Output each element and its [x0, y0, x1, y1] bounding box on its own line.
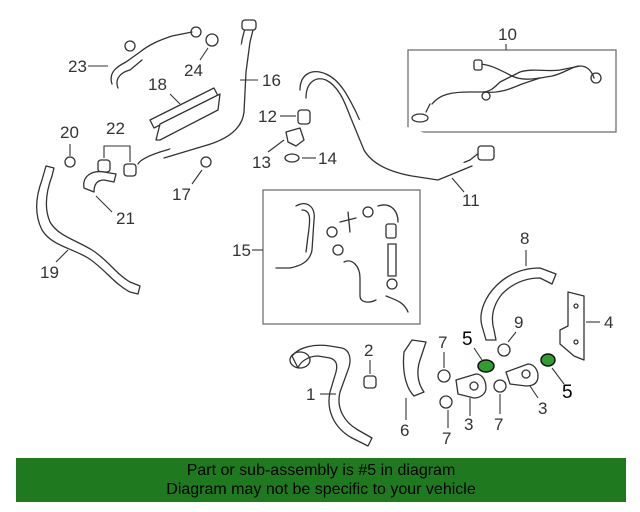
part-18-bracket: [149, 87, 221, 141]
part-4-bracket: [559, 291, 585, 361]
part-10-hose-assembly: [411, 59, 602, 123]
callout-19: 19: [40, 263, 59, 282]
part-3-valve-b: [505, 363, 539, 387]
parts-diagram: 10 15 23 24 16 18: [36, 19, 617, 448]
callout-3-a: 3: [464, 415, 473, 434]
callout-16: 16: [262, 71, 281, 90]
part-19-hose: [36, 165, 141, 295]
part-17-clamp: [200, 156, 212, 168]
info-banner: Part or sub-assembly is #5 in diagram Di…: [16, 458, 626, 502]
part-12-connector: [297, 109, 311, 125]
callout-12: 12: [258, 107, 277, 126]
part-3-valve-a: [455, 373, 487, 399]
callout-15: 15: [232, 241, 251, 260]
part-14-seal: [284, 153, 300, 163]
callout-14: 14: [318, 149, 337, 168]
callout-13: 13: [252, 153, 271, 172]
banner-line-1: Part or sub-assembly is #5 in diagram: [186, 462, 456, 479]
part-22-clamps: [97, 159, 137, 177]
callout-9: 9: [514, 313, 523, 332]
callout-2: 2: [364, 341, 373, 360]
callout-17: 17: [172, 185, 191, 204]
part-11-pipe: [299, 71, 495, 181]
callout-11: 11: [462, 191, 480, 210]
callout-18: 18: [148, 75, 167, 94]
callout-7-c: 7: [494, 415, 503, 434]
part-24-clamp: [205, 33, 219, 47]
part-20-clamp: [64, 156, 76, 168]
part-8-hose: [480, 267, 557, 341]
part-13-bracket: [285, 127, 305, 147]
callout-5-a: 5: [462, 329, 473, 350]
banner-line-2: Diagram may not be specific to your vehi…: [166, 481, 476, 498]
part-21-hose: [83, 170, 117, 193]
part-6-hose: [402, 339, 427, 397]
part-5-highlighted-b: [540, 353, 556, 367]
part-2-connector: [363, 375, 377, 389]
callout-20: 20: [60, 123, 79, 142]
callout-1: 1: [306, 385, 315, 404]
callout-6: 6: [400, 421, 409, 440]
callout-8: 8: [520, 229, 529, 248]
part-1-hose: [289, 344, 373, 447]
callout-7-b: 7: [442, 429, 451, 448]
part-9-clamp: [497, 343, 511, 357]
callout-7-a: 7: [438, 333, 447, 352]
callout-4: 4: [604, 313, 613, 332]
part-23-hose: [110, 26, 202, 89]
callout-10: 10: [498, 25, 517, 44]
callout-3-b: 3: [538, 399, 547, 418]
part-7-clamp-a: [437, 369, 451, 383]
callout-24: 24: [184, 61, 203, 80]
part-7-clamp-c: [493, 379, 507, 393]
callout-5-b: 5: [562, 382, 573, 403]
callout-21: 21: [116, 209, 135, 228]
part-5-highlighted-a: [477, 359, 495, 373]
callout-22: 22: [106, 119, 125, 138]
part-7-clamp-b: [439, 395, 453, 409]
part-15-hose-kit: [275, 203, 409, 313]
callout-23: 23: [68, 57, 87, 76]
